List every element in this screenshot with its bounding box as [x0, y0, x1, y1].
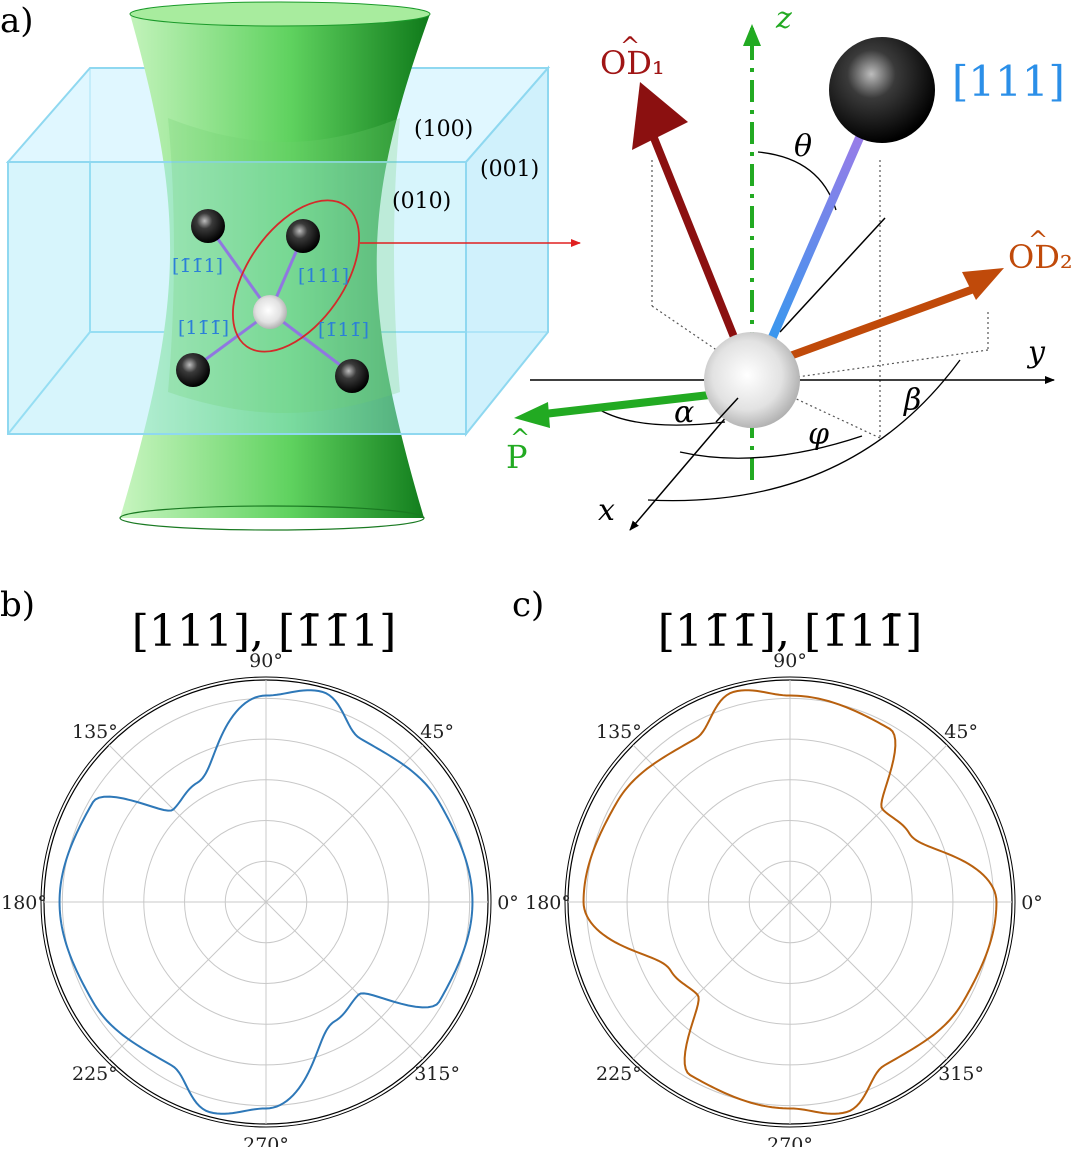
bond-label-4: [1̄11̄]	[318, 319, 369, 341]
polar-c-tick-label: 225°	[596, 1063, 642, 1085]
crystal-scene: (100) (010) (001) [1̄1̄1] [111] [11̄1̄] …	[5, 1, 581, 531]
od1-label: OD₁	[600, 44, 665, 82]
polar-c-tick-label: 135°	[596, 721, 642, 743]
polar-c-tick-label: 0°	[1021, 892, 1043, 914]
polar-c-tick-label: 270°	[767, 1134, 813, 1147]
theta-label: θ	[794, 129, 812, 164]
polar-c-tick-label: 180°	[525, 892, 571, 914]
polar-c-tick-label: 90°	[773, 650, 807, 672]
od2-vector-head	[962, 268, 1004, 300]
x-axis-inner	[715, 397, 739, 423]
polar-b-spoke	[108, 901, 267, 1060]
beta-label: β	[903, 383, 921, 418]
polar-c-outer-ring-2	[564, 676, 1016, 1128]
bond-label-3: [11̄1̄]	[178, 317, 229, 339]
beam-top-cap	[129, 1, 431, 27]
panel-c-title: [11̄1̄], [1̄11̄]	[658, 606, 923, 657]
plane-001-label: (001)	[480, 157, 539, 182]
phi-label: φ	[808, 417, 829, 452]
polar-b-data-curve	[58, 689, 474, 1115]
coordinate-frame: z y x OD₁ ^ OD₂ ^ P ^ [111] θ α φ β	[506, 1, 1073, 531]
polar-c-spoke	[789, 901, 948, 1060]
od2-label: OD₂	[1008, 238, 1073, 276]
polar-b-spoke	[265, 901, 424, 1060]
polar-b-tick-label: 0°	[497, 892, 519, 914]
od1-vector-head	[632, 82, 688, 150]
polar-chart-c: 0° 45° 90° 135° 180° 225° 270° 315°	[525, 650, 1043, 1152]
polar-b-spoke	[265, 744, 424, 903]
alpha-arc	[599, 409, 726, 426]
selection-ellipse	[232, 199, 360, 353]
beam-bottom-cap	[119, 505, 425, 531]
alpha-label: α	[674, 395, 694, 430]
polar-b-spoke	[108, 744, 267, 903]
bond-label-1: [1̄1̄1]	[172, 255, 223, 277]
atom-top-left	[191, 209, 225, 243]
od2-vector-shaft	[788, 282, 984, 360]
polar-b-tick-label: 90°	[249, 650, 283, 672]
polar-b-tick-label: 270°	[243, 1134, 289, 1147]
panel-b-label: b)	[0, 585, 35, 625]
axis-y-label: y	[1026, 335, 1046, 370]
axis-z-label: z	[775, 1, 792, 36]
polar-b-tick-label: 225°	[72, 1063, 118, 1085]
bond-111-atom	[829, 37, 935, 143]
polar-b-tick-label: 180°	[1, 892, 47, 914]
atom-center	[253, 295, 287, 329]
od1-hat: ^	[620, 32, 640, 60]
od1-vector-shaft	[650, 136, 744, 354]
polar-b-outer-ring-2	[40, 676, 492, 1128]
plane-010-label: (010)	[392, 189, 451, 214]
polar-c-tick-label: 315°	[938, 1063, 984, 1085]
atom-bottom-right	[335, 359, 369, 393]
p-vector-head	[514, 402, 550, 428]
bond-111-label: [111]	[952, 57, 1065, 106]
polar-chart-b: 0° 45° 90° 135° 180° 225° 270° 315°	[1, 650, 519, 1152]
polar-b-tick-label: 45°	[420, 721, 454, 743]
origin-sphere	[704, 332, 800, 428]
beam-inside-box	[168, 118, 400, 413]
polar-b-tick-label: 315°	[414, 1063, 460, 1085]
plane-100-label: (100)	[414, 117, 473, 142]
atom-bottom-left	[176, 353, 210, 387]
p-hat: ^	[510, 424, 530, 452]
phi-arc	[679, 435, 863, 459]
polar-b-tick-label: 135°	[72, 721, 118, 743]
bond-111-rod	[761, 127, 867, 357]
p-vector-shaft	[543, 390, 719, 418]
p-label: P	[506, 438, 528, 476]
polar-c-spoke	[632, 744, 791, 903]
panel-b-title: [111], [1̄1̄1]	[132, 606, 397, 657]
polar-c-spoke	[632, 901, 791, 1060]
panel-a-label: a)	[0, 1, 34, 41]
atom-top-right	[286, 219, 320, 253]
od2-hat: ^	[1028, 226, 1048, 254]
axis-x-label: x	[598, 493, 615, 528]
axis-diagonal	[779, 217, 886, 333]
polar-c-data-curve	[582, 689, 998, 1115]
polar-c-tick-label: 45°	[944, 721, 978, 743]
bond-label-2: [111]	[298, 265, 349, 287]
polar-c-spoke	[789, 744, 948, 903]
panel-c-label: c)	[512, 585, 544, 625]
beta-arc	[647, 359, 961, 502]
